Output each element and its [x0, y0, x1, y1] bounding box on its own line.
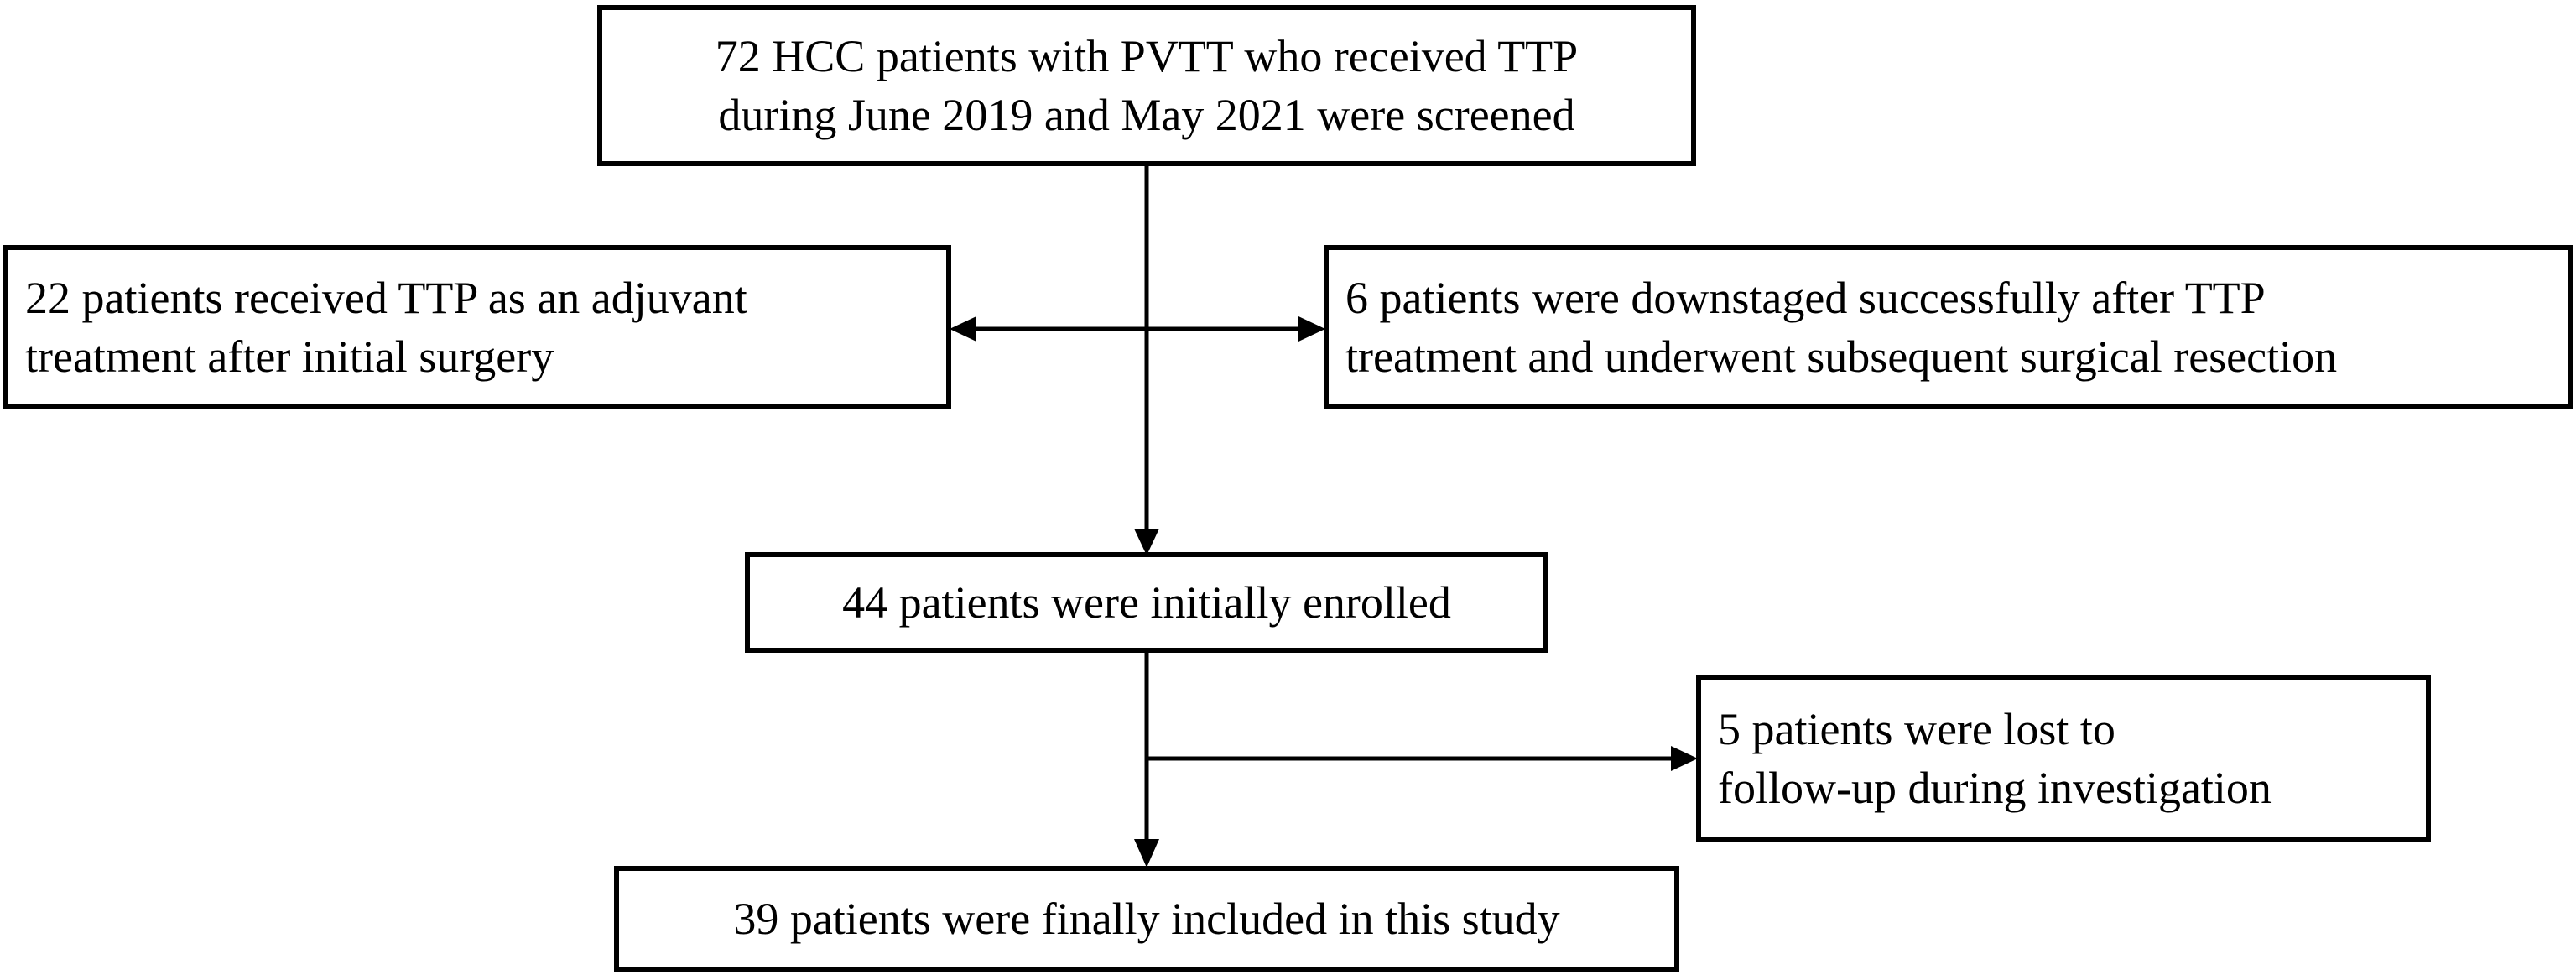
box-screened-line2: during June 2019 and May 2021 were scree…: [718, 90, 1575, 140]
box-adjuvant-line2: treatment after initial surgery: [25, 331, 554, 382]
box-adjuvant-line1: 22 patients received TTP as an adjuvant: [25, 273, 747, 323]
box-enrolled-line1: 44 patients were initially enrolled: [842, 577, 1451, 628]
box-included: 39 patients were finally included in thi…: [614, 866, 1679, 972]
box-enrolled: 44 patients were initially enrolled: [745, 552, 1548, 653]
arrowhead-lost: [1671, 746, 1698, 771]
box-adjuvant: 22 patients received TTP as an adjuvant …: [3, 245, 951, 409]
box-lost-line2: follow-up during investigation: [1718, 763, 2272, 813]
arrowhead-included: [1134, 839, 1159, 868]
box-screened-line1: 72 HCC patients with PVTT who received T…: [715, 31, 1579, 81]
arrowhead-adjuvant: [950, 316, 976, 342]
box-included-line1: 39 patients were finally included in thi…: [733, 894, 1560, 944]
box-lost-line1: 5 patients were lost to: [1718, 704, 2115, 754]
box-downstaged-line2: treatment and underwent subsequent surgi…: [1345, 331, 2338, 382]
box-screened: 72 HCC patients with PVTT who received T…: [597, 5, 1696, 166]
box-lost: 5 patients were lost to follow-up during…: [1696, 675, 2431, 842]
box-downstaged-line1: 6 patients were downstaged successfully …: [1345, 273, 2266, 323]
arrowhead-enrolled: [1134, 529, 1159, 555]
arrowhead-downstaged: [1298, 316, 1325, 342]
box-downstaged: 6 patients were downstaged successfully …: [1324, 245, 2573, 409]
